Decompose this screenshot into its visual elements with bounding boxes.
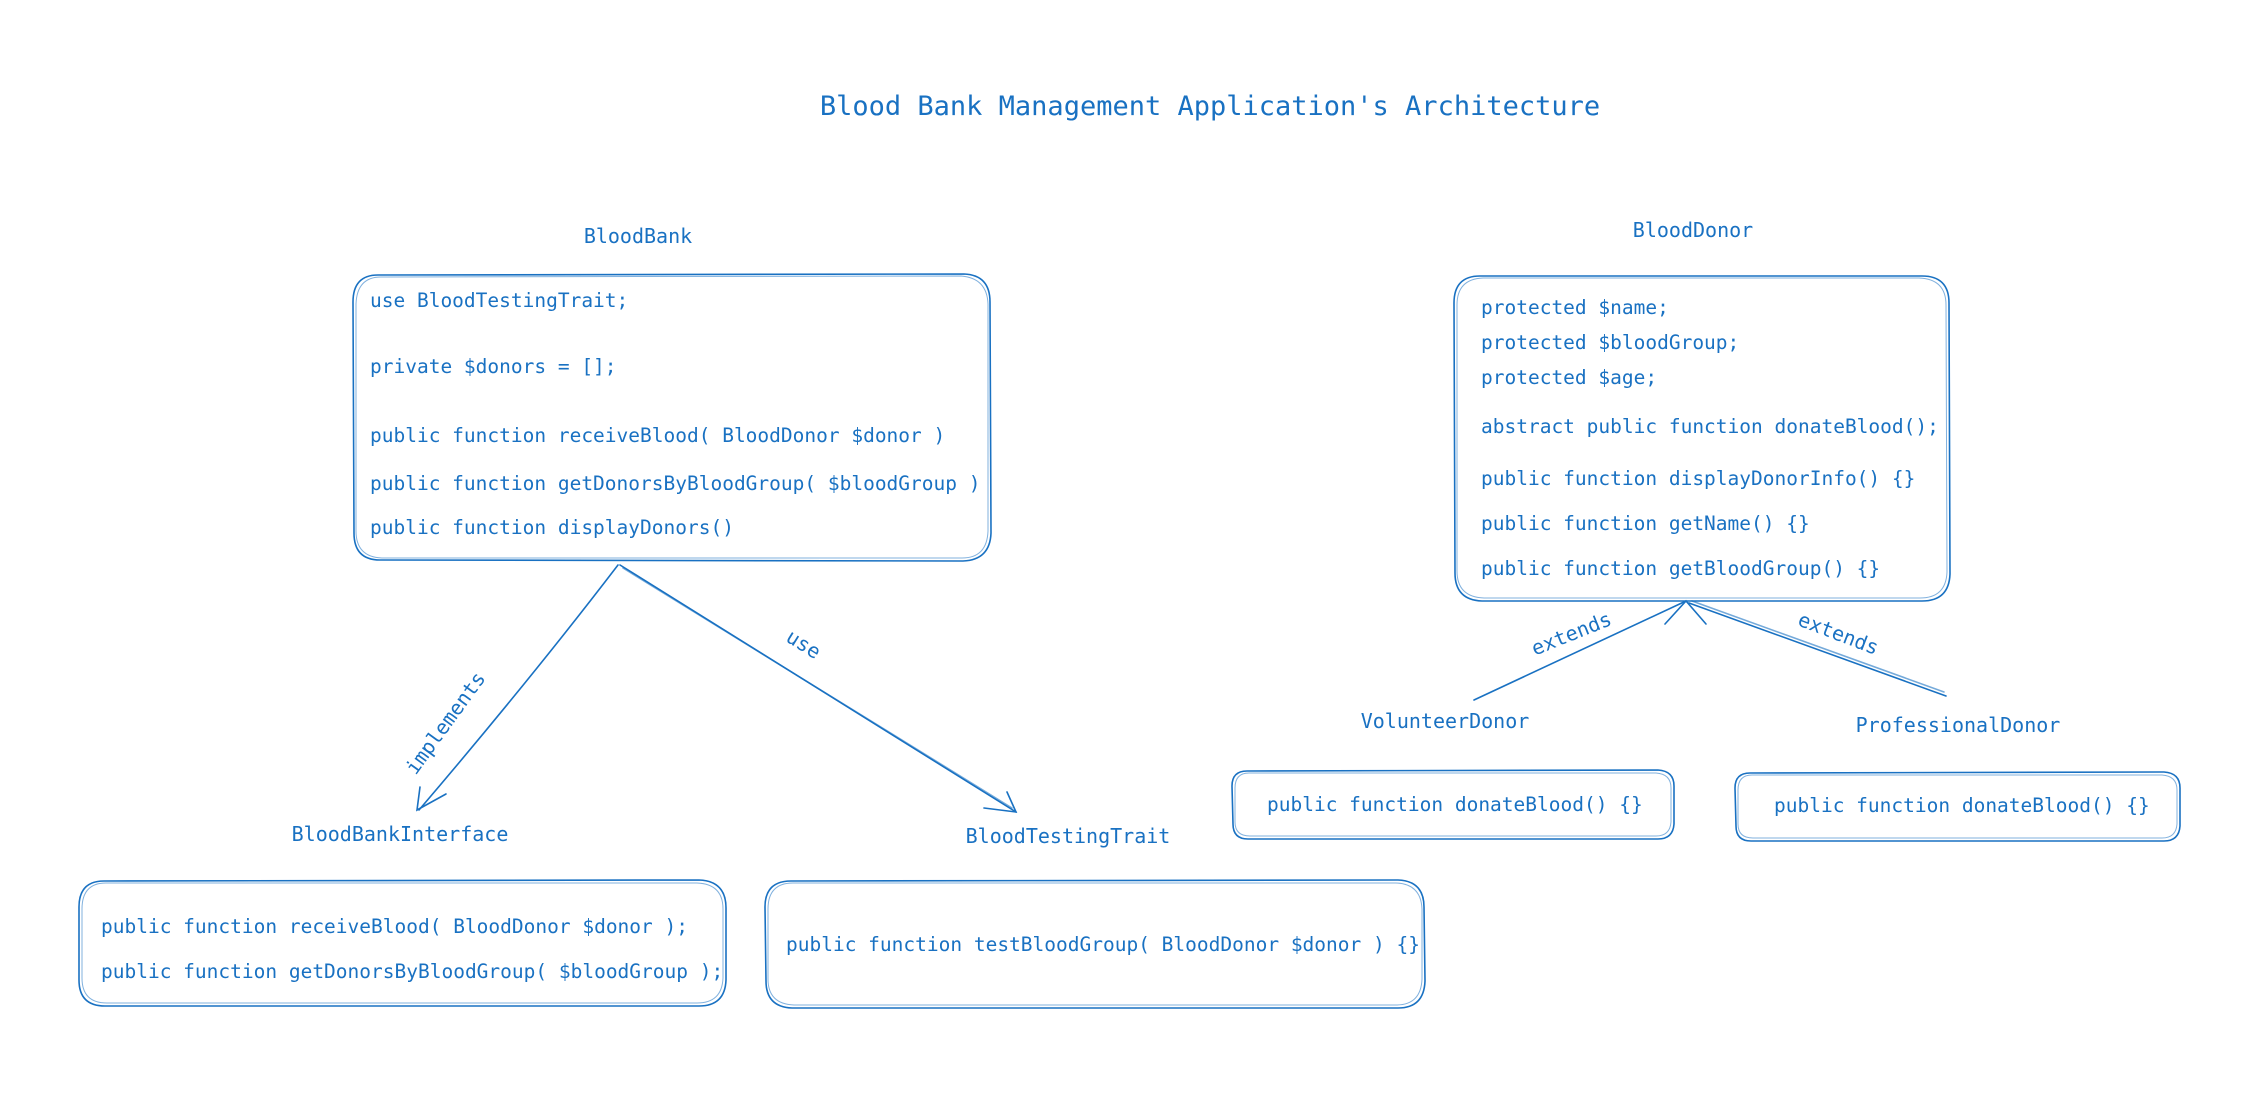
code-line: abstract public function donateBlood(); [1481,415,1939,438]
node-blood-bank[interactable]: BloodBank use BloodTestingTrait; private… [352,224,992,562]
code-line: public function getName() {} [1481,512,1810,535]
code-line: protected $age; [1481,366,1657,389]
code-line: public function displayDonors() [370,516,734,539]
code-line: private $donors = []; [370,355,617,378]
edge-extends-volunteer[interactable]: extends [1473,599,1707,701]
diagram-title: Blood Bank Management Application's Arch… [820,91,1600,122]
edge-label-implements: implements [400,667,490,779]
node-box-blood-testing-trait [764,879,1426,1009]
node-box-blood-bank [352,273,992,562]
edge-line-sketch [622,567,1013,809]
code-line: public function getBloodGroup() {} [1481,557,1880,580]
edge-label-extends-professional: extends [1795,607,1882,660]
code-line: public function receiveBlood( BloodDonor… [370,424,945,447]
node-blood-donor[interactable]: BloodDonor protected $name; protected $b… [1453,218,1951,602]
edge-label-use: use [782,624,825,663]
node-blood-testing-trait[interactable]: BloodTestingTrait public function testBl… [764,824,1426,1009]
code-line: public function donateBlood() {} [1267,793,1643,816]
node-box-blood-testing-trait-sketch [767,882,1423,1006]
arrowhead [1664,599,1707,625]
node-blood-bank-interface[interactable]: BloodBankInterface public function recei… [78,822,727,1007]
edge-line [1688,602,1947,697]
node-box-volunteer-donor-sketch [1234,772,1672,837]
node-box-blood-bank-interface [78,879,727,1007]
node-label-blood-donor: BloodDonor [1633,218,1753,242]
node-box-volunteer-donor [1231,769,1675,840]
code-line: use BloodTestingTrait; [370,289,628,312]
code-line: protected $bloodGroup; [1481,331,1739,354]
edge-implements[interactable]: implements [400,564,619,812]
node-label-blood-testing-trait: BloodTestingTrait [966,824,1171,848]
code-line: public function getDonorsByBloodGroup( $… [101,960,723,983]
node-label-volunteer-donor: VolunteerDonor [1361,709,1530,733]
code-line: public function getDonorsByBloodGroup( $… [370,472,980,495]
code-line: public function receiveBlood( BloodDonor… [101,915,688,938]
edge-label-extends-volunteer: extends [1528,607,1615,661]
arrowhead [416,786,447,812]
code-line: public function testBloodGroup( BloodDon… [786,933,1420,956]
node-box-blood-donor-sketch [1456,277,1948,599]
edge-extends-professional[interactable]: extends [1688,600,1947,697]
edge-line [1473,600,1687,701]
node-box-blood-donor [1453,275,1951,602]
node-label-blood-bank-interface: BloodBankInterface [292,822,509,846]
node-label-professional-donor: ProfessionalDonor [1856,713,2061,737]
arrowhead [983,791,1018,813]
code-line: public function donateBlood() {} [1774,794,2150,817]
node-box-professional-donor-sketch [1737,774,2178,839]
node-label-blood-bank: BloodBank [584,224,692,248]
edge-use[interactable]: use [619,564,1018,813]
edge-line [418,564,619,811]
node-box-blood-bank-interface-sketch [81,882,724,1004]
node-volunteer-donor[interactable]: VolunteerDonor public function donateBlo… [1231,709,1675,840]
edge-line-sketch [1691,600,1945,693]
code-line: protected $name; [1481,296,1669,319]
node-box-blood-bank-sketch [355,275,989,559]
code-line: public function displayDonorInfo() {} [1481,467,1915,490]
node-box-professional-donor [1734,771,2181,842]
node-professional-donor[interactable]: ProfessionalDonor public function donate… [1734,713,2181,842]
